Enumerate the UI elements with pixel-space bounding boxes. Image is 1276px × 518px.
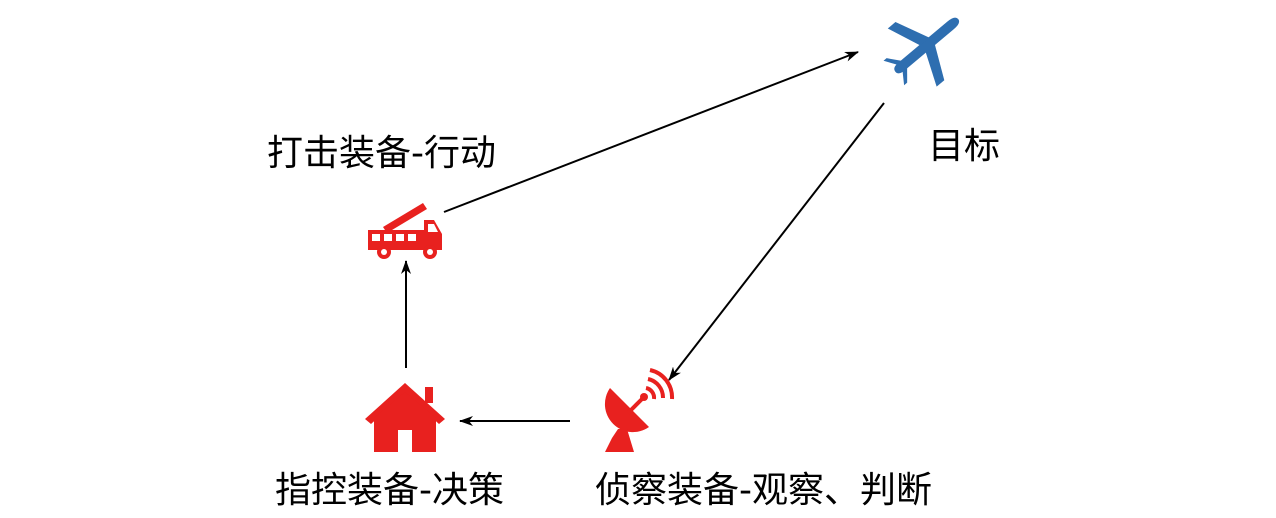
arrow-strike-to-target [443, 51, 859, 213]
strike-equipment-label: 打击装备-行动 [267, 133, 496, 174]
house-icon [365, 383, 445, 452]
fire-truck-icon [368, 203, 442, 259]
target-label: 目标 [928, 126, 1001, 167]
arrow-target-to-recon [668, 102, 885, 381]
airplane-icon [883, 17, 960, 87]
radar-dish-icon [604, 368, 675, 452]
command-equipment-label: 指控装备-决策 [275, 470, 504, 511]
recon-equipment-label: 侦察装备-观察、判断 [595, 470, 932, 511]
